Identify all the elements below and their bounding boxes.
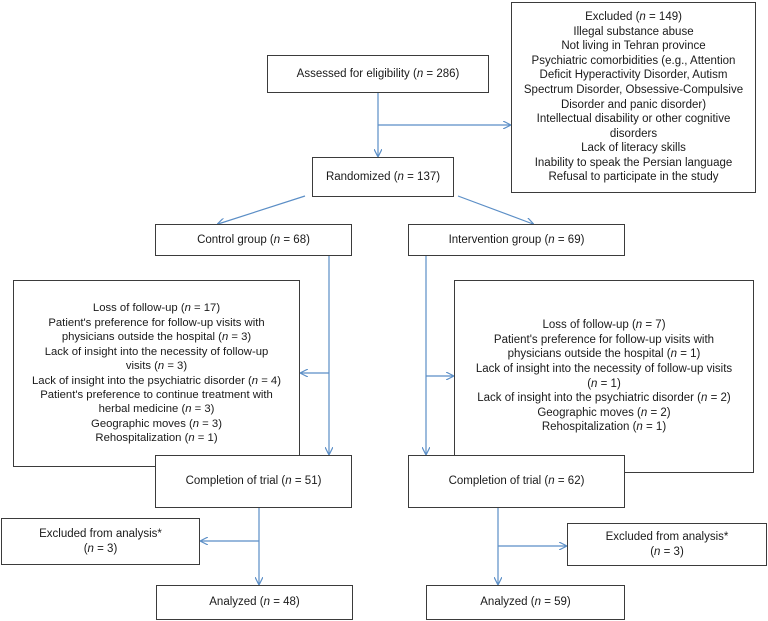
control-group-box: Control group (n = 68) [155, 224, 352, 256]
intervention-loss-line: Lack of insight into the psychiatric dis… [477, 392, 731, 405]
intervention-complete-line: Completion of trial (n = 62) [448, 475, 585, 488]
intervention-loss-line: Rehospitalization (n = 1) [541, 421, 667, 434]
control-analyzed-line: Analyzed (n = 48) [209, 596, 300, 609]
excluded-top-line: Deficit Hyperactivity Disorder, Autism [539, 69, 728, 82]
control-complete-line: Completion of trial (n = 51) [185, 475, 322, 488]
excluded-top-line: disorders [609, 127, 658, 140]
excluded-top-line: Inability to speak the Persian language [534, 156, 733, 169]
control-loss-line: Geographic moves (n = 3) [91, 417, 222, 430]
excluded-top-line: Illegal substance abuse [573, 25, 694, 38]
control-loss-line: Lack of insight into the necessity of fo… [44, 345, 269, 358]
control-completion-box: Completion of trial (n = 51) [155, 455, 352, 508]
intervention-excluded-analysis-box: Excluded from analysis* (n = 3) [567, 523, 767, 566]
intervention-loss-line: physicians outside the hospital (n = 1) [507, 348, 701, 361]
control-loss-line: Loss of follow-up (n = 17) [92, 302, 221, 315]
intervention-excluded-line: (n = 3) [650, 545, 684, 558]
intervention-analyzed-box: Analyzed (n = 59) [426, 585, 625, 620]
intervention-loss-line: Patient's preference for follow-up visit… [493, 333, 715, 346]
excluded-top-line: Disorder and panic disorder) [560, 98, 707, 111]
excluded-top-line: Refusal to participate in the study [548, 171, 719, 184]
control-loss-line: herbal medicine (n = 3) [98, 403, 215, 416]
control-loss-line: Patient's preference to continue treatme… [40, 388, 273, 401]
assessed-box: Assessed for eligibility (n = 286) [267, 55, 489, 93]
intervention-loss-line: Geographic moves (n = 2) [537, 406, 671, 419]
intervention-excluded-line: Excluded from analysis* [605, 530, 729, 543]
excluded-top-line: Psychiatric comorbidities (e.g., Attenti… [531, 54, 736, 67]
control-excluded-line: Excluded from analysis* [39, 527, 162, 540]
arrow-randomized-to-control [218, 195, 306, 224]
control-analyzed-box: Analyzed (n = 48) [156, 585, 353, 620]
intervention-loss-line: Lack of insight into the necessity of fo… [475, 362, 733, 375]
control-loss-line: Rehospitalization (n = 1) [95, 432, 218, 445]
intervention-loss-box: Loss of follow-up (n = 7)Patient's prefe… [454, 280, 754, 473]
intervention-group-box: Intervention group (n = 69) [408, 224, 625, 256]
control-line: Control group (n = 68) [197, 233, 310, 246]
excluded-top-line: Excluded (n = 149) [585, 10, 682, 23]
randomized-box: Randomized (n = 137) [312, 157, 454, 197]
control-loss-box: Loss of follow-up (n = 17)Patient's pref… [13, 280, 300, 467]
intervention-line: Intervention group (n = 69) [448, 233, 585, 246]
control-loss-line: Patient's preference for follow-up visit… [48, 316, 265, 329]
control-excluded-line: (n = 3) [83, 542, 118, 555]
control-excluded-analysis-box: Excluded from analysis* (n = 3) [1, 518, 200, 565]
excluded-top-line: Not living in Tehran province [561, 40, 706, 53]
excluded-box: Excluded (n = 149) Illegal substance abus… [511, 2, 756, 193]
excluded-top-line: Intellectual disability or other cogniti… [536, 113, 731, 126]
randomized-line: Randomized (n = 137) [325, 170, 441, 183]
intervention-loss-line: Loss of follow-up (n = 7) [542, 319, 666, 332]
excluded-top-line: Spectrum Disorder, Obsessive-Compulsive [523, 83, 744, 96]
excluded-top-line: Lack of literacy skills [581, 142, 686, 155]
assessed-line: Assessed for eligibility (n = 286) [296, 67, 460, 80]
intervention-completion-box: Completion of trial (n = 62) [408, 455, 625, 508]
intervention-analyzed-line: Analyzed (n = 59) [480, 596, 571, 609]
control-loss-line: Lack of insight into the psychiatric dis… [32, 374, 281, 387]
control-loss-line: physicians outside the hospital (n = 3) [61, 331, 252, 344]
arrow-randomized-to-intervention [457, 195, 533, 224]
intervention-loss-line: (n = 1) [587, 377, 621, 390]
control-loss-line: visits (n = 3) [125, 360, 188, 373]
